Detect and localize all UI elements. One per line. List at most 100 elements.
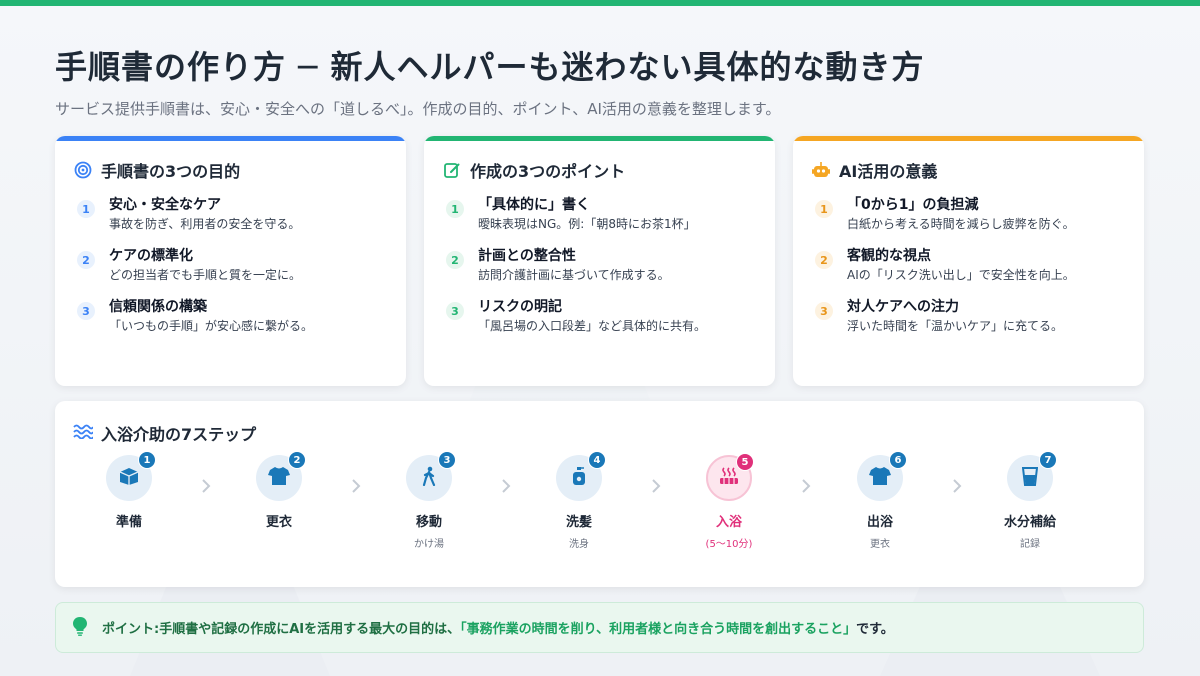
- chevron-right-icon: [352, 479, 361, 493]
- item-desc: どの担当者でも手順と質を一定に。: [109, 268, 302, 282]
- step-number: 3: [438, 451, 456, 469]
- item-number: 3: [446, 302, 464, 320]
- item-desc: 事故を防ぎ、利用者の安全を守る。: [109, 217, 301, 231]
- step-circle: 1: [106, 451, 156, 501]
- step-item: 4 洗髪 洗身: [524, 451, 634, 550]
- chevron-right-icon: [953, 479, 962, 493]
- item-title: 信頼関係の構築: [109, 299, 207, 315]
- card-purposes: 手順書の3つの目的 1 安心・安全なケア 事故を防ぎ、利用者の安全を守る。 2 …: [55, 136, 406, 386]
- list-item: 1 「具体的に」書く 曖昧表現はNG。例:「朝8時にお茶1杯」: [446, 196, 766, 233]
- item-number: 1: [77, 200, 95, 218]
- step-label: 更衣: [265, 515, 292, 530]
- step-circle: 7: [1007, 451, 1057, 501]
- water-icon: [73, 423, 94, 443]
- list-item: 2 計画との整合性 訪問介護計画に基づいて作成する。: [446, 247, 766, 284]
- step-label: 洗髪: [565, 515, 592, 530]
- item-desc: 曖昧表現はNG。例:「朝8時にお茶1杯」: [478, 217, 696, 231]
- list-item: 3 対人ケアへの注力 浮いた時間を「温かいケア」に充てる。: [815, 298, 1135, 335]
- top-accent-bar: [0, 0, 1200, 6]
- step-circle: 2: [256, 451, 306, 501]
- item-desc: 訪問介護計画に基づいて作成する。: [478, 268, 670, 282]
- steps-title: 入浴介助の7ステップ: [101, 425, 257, 444]
- item-number: 3: [77, 302, 95, 320]
- item-desc: AIの「リスク洗い出し」で安全性を向上。: [847, 268, 1075, 282]
- list-item: 1 安心・安全なケア 事故を防ぎ、利用者の安全を守る。: [77, 196, 397, 233]
- item-title: 安心・安全なケア: [109, 197, 221, 213]
- shirt-icon: [268, 466, 290, 490]
- item-number: 2: [77, 251, 95, 269]
- card-title: AI活用の意義: [839, 162, 938, 181]
- chevron-right-icon: [502, 479, 511, 493]
- card-ai-significance: AI活用の意義 1 「0から1」の負担減 白紙から考える時間を減らし疲弊を防ぐ。…: [793, 136, 1144, 386]
- step-number: 1: [138, 451, 156, 469]
- step-number: 7: [1039, 451, 1057, 469]
- glass-icon: [1021, 466, 1039, 490]
- edit-icon: [442, 160, 462, 180]
- item-title: リスクの明記: [478, 299, 562, 315]
- step-label: 出浴: [866, 515, 893, 530]
- step-sub: かけ湯: [414, 539, 444, 550]
- step-number: 4: [588, 451, 606, 469]
- chevron-right-icon: [652, 479, 661, 493]
- list-item: 2 ケアの標準化 どの担当者でも手順と質を一定に。: [77, 247, 397, 284]
- item-number: 2: [815, 251, 833, 269]
- step-circle: 3: [406, 451, 456, 501]
- item-desc: 「いつもの手順」が安心感に繋がる。: [109, 319, 314, 333]
- point-callout: ポイント:手順書や記録の作成にAIを活用する最大の目的は、「事務作業の時間を削り…: [55, 602, 1144, 653]
- step-item: 6 出浴 更衣: [825, 451, 935, 550]
- item-title: 「0から1」の負担減: [847, 197, 979, 213]
- item-number: 3: [815, 302, 833, 320]
- card-points: 作成の3つのポイント 1 「具体的に」書く 曖昧表現はNG。例:「朝8時にお茶1…: [424, 136, 775, 386]
- item-desc: 浮いた時間を「温かいケア」に充てる。: [847, 319, 1064, 333]
- list-item: 3 信頼関係の構築 「いつもの手順」が安心感に繋がる。: [77, 298, 397, 335]
- list-item: 1 「0から1」の負担減 白紙から考える時間を減らし疲弊を防ぐ。: [815, 196, 1135, 233]
- page-title: 手順書の作り方 ─ 新人ヘルパーも迷わない具体的な動き方: [55, 48, 925, 86]
- target-icon: [73, 160, 93, 180]
- step-sub: 更衣: [870, 539, 890, 550]
- step-label: 水分補給: [1003, 515, 1056, 530]
- bathing-steps-panel: 入浴介助の7ステップ 1 準備 2 更衣: [55, 401, 1144, 587]
- step-label: 移動: [415, 515, 442, 530]
- soap-bottle-icon: [572, 466, 586, 490]
- item-title: 「具体的に」書く: [478, 197, 590, 213]
- item-number: 1: [446, 200, 464, 218]
- step-circle: 5: [706, 453, 754, 501]
- card-accent: [424, 136, 775, 141]
- point-tail: です。: [856, 622, 894, 637]
- item-title: 客観的な視点: [847, 248, 931, 264]
- step-number: 2: [288, 451, 306, 469]
- step-label: 準備: [115, 515, 142, 530]
- step-label: 入浴: [715, 515, 742, 530]
- step-number: 6: [889, 451, 907, 469]
- list-item: 2 客観的な視点 AIの「リスク洗い出し」で安全性を向上。: [815, 247, 1135, 284]
- item-number: 2: [446, 251, 464, 269]
- page-subtitle: サービス提供手順書は、安心・安全への「道しるべ」。作成の目的、ポイント、AI活用…: [55, 100, 781, 118]
- point-text: ポイント:手順書や記録の作成にAIを活用する最大の目的は、「事務作業の時間を削り…: [102, 618, 894, 637]
- item-title: 対人ケアへの注力: [847, 299, 959, 315]
- point-highlight: 「事務作業の時間を削り、利用者様と向き合う時間を創出すること」: [460, 622, 857, 637]
- hot-tub-icon: [718, 466, 740, 490]
- step-item: 2 更衣: [224, 451, 334, 535]
- robot-icon: [811, 160, 831, 180]
- step-sub: (5〜10分): [705, 539, 753, 550]
- list-item: 3 リスクの明記 「風呂場の入口段差」など具体的に共有。: [446, 298, 766, 335]
- step-sub: 洗身: [569, 539, 589, 550]
- step-sub: 記録: [1020, 539, 1040, 550]
- item-title: ケアの標準化: [109, 248, 193, 264]
- step-item: 3 移動 かけ湯: [374, 451, 484, 550]
- chevron-right-icon: [802, 479, 811, 493]
- step-item: 1 準備: [74, 451, 184, 535]
- box-icon: [118, 466, 140, 490]
- step-number: 5: [736, 453, 754, 471]
- card-accent: [55, 136, 406, 141]
- item-desc: 白紙から考える時間を減らし疲弊を防ぐ。: [847, 217, 1075, 231]
- item-number: 1: [815, 200, 833, 218]
- lightbulb-icon: [72, 616, 88, 640]
- item-title: 計画との整合性: [478, 248, 576, 264]
- step-item: 7 水分補給 記録: [975, 451, 1085, 550]
- card-title: 作成の3つのポイント: [470, 162, 626, 181]
- walking-icon: [421, 466, 437, 490]
- item-desc: 「風呂場の入口段差」など具体的に共有。: [478, 319, 707, 333]
- step-item-active: 5 入浴 (5〜10分): [674, 453, 784, 550]
- card-accent: [793, 136, 1144, 141]
